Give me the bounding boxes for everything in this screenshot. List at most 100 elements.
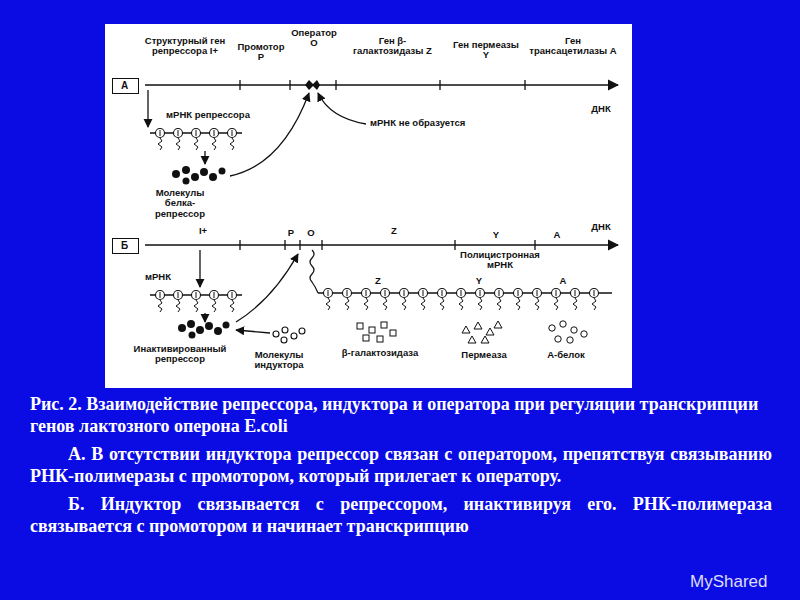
ribosome <box>156 291 165 300</box>
peptide-chain <box>212 138 216 150</box>
ribosome <box>552 289 561 298</box>
ribosome-mark <box>461 290 462 296</box>
ribosome <box>495 289 504 298</box>
repressor-molecule <box>191 173 199 181</box>
peptide-chain <box>194 138 198 150</box>
ribosome <box>400 289 409 298</box>
peptide-chain <box>573 298 577 310</box>
ribosome <box>457 289 466 298</box>
ribosome-mark <box>499 290 500 296</box>
permease-molecule <box>481 336 489 343</box>
panel-letter-box: Б <box>112 238 139 254</box>
permease-molecule <box>474 322 482 329</box>
ribosome-mark <box>160 130 161 136</box>
caption-paragraph: Б. Индуктор связывается с репрессором, и… <box>30 493 772 537</box>
figure-panel <box>105 24 632 388</box>
repressor-molecule <box>182 166 190 174</box>
peptide-chain <box>421 298 425 310</box>
peptide-chain <box>326 298 330 310</box>
permease-molecule <box>462 326 470 333</box>
ribosome-mark <box>423 290 424 296</box>
nascent-mrna <box>310 250 318 293</box>
ribosome <box>590 289 599 298</box>
gene-border <box>524 80 525 90</box>
inductor-label: Молекулы индуктора <box>246 350 312 371</box>
ribosome-mark <box>232 130 233 136</box>
ribosome <box>438 289 447 298</box>
ribosome <box>571 289 580 298</box>
repressor-molecule <box>214 327 222 335</box>
gene-border <box>335 80 336 90</box>
gene-label: Ген β-галактозидазы Z <box>345 36 440 57</box>
gene-border <box>321 240 322 250</box>
peptide-chain <box>535 298 539 310</box>
ribosome-mark <box>328 290 329 296</box>
repressor-molecule <box>189 332 196 339</box>
peptide-chain <box>402 298 406 310</box>
ribosome-mark <box>537 290 538 296</box>
repressor-molecule <box>196 326 204 334</box>
ribosome-mark <box>214 292 215 298</box>
ribosome-mark <box>232 292 233 298</box>
peptide-chain <box>440 298 444 310</box>
ribosome <box>228 129 237 138</box>
gene-label: Оператор O <box>290 28 338 49</box>
ribosome <box>533 289 542 298</box>
gene-border <box>284 240 285 250</box>
inductor-molecule <box>281 337 287 343</box>
ribosome-mark <box>214 130 215 136</box>
repressor-molecule <box>178 324 186 332</box>
galactosidase-molecule <box>377 336 383 342</box>
caption-block: Рис. 2. Взаимодействие репрессора, индук… <box>30 393 772 543</box>
gene-label: Структурный ген репрессора I+ <box>130 36 240 57</box>
ribosome <box>362 289 371 298</box>
ribosome <box>476 289 485 298</box>
ribosome-mark <box>404 290 405 296</box>
ribosome-mark <box>347 290 348 296</box>
caption-paragraph: А. В отсутствии индуктора репрессор связ… <box>30 443 772 487</box>
repressor-molecule <box>205 322 213 330</box>
cistron-letter: A <box>557 276 569 286</box>
protein-label: Молекулы белка-репрессор <box>140 188 220 219</box>
cistron-letter: Y <box>473 276 485 286</box>
figure-caption: Рис. 2. Взаимодействие репрессора, индук… <box>30 393 772 437</box>
ribosome-mark <box>480 290 481 296</box>
a-protein-molecule <box>549 325 555 331</box>
ribosome <box>210 291 219 300</box>
ribosome <box>174 291 183 300</box>
peptide-chain <box>345 298 349 310</box>
inductor-molecule <box>282 327 288 333</box>
repressor-molecule <box>219 168 226 175</box>
gene-letter: Y <box>490 230 502 240</box>
repressor-to-operator-arrow <box>230 93 309 176</box>
cistron-letter: Z <box>372 276 384 286</box>
ribosome-mark <box>160 292 161 298</box>
ribosome-mark <box>178 130 179 136</box>
inductor-molecule <box>299 328 305 334</box>
galactosidase-molecule <box>369 327 375 333</box>
rna-polymerase-arrow <box>236 254 298 322</box>
ribosome <box>156 129 165 138</box>
ribosome <box>419 289 428 298</box>
peptide-chain <box>383 298 387 310</box>
translation-arrow <box>204 313 205 322</box>
peptide-chain <box>176 138 180 150</box>
a-protein-molecule <box>581 331 587 337</box>
panel-letter-box: А <box>112 78 139 94</box>
drawing <box>145 80 618 343</box>
ribosome-mark <box>442 290 443 296</box>
gene-border <box>289 80 290 90</box>
peptide-chain <box>497 298 501 310</box>
ribosome-mark <box>556 290 557 296</box>
permease-molecule <box>468 336 476 343</box>
gene-letter: O <box>305 228 317 238</box>
repressor-molecule <box>209 173 217 181</box>
ribosome-mark <box>196 130 197 136</box>
ribosome <box>381 289 390 298</box>
ribosome-mark <box>196 292 197 298</box>
gene-border <box>454 240 455 250</box>
repressor-molecule <box>223 322 230 329</box>
dna-strand <box>145 84 618 86</box>
ribosome <box>192 129 201 138</box>
